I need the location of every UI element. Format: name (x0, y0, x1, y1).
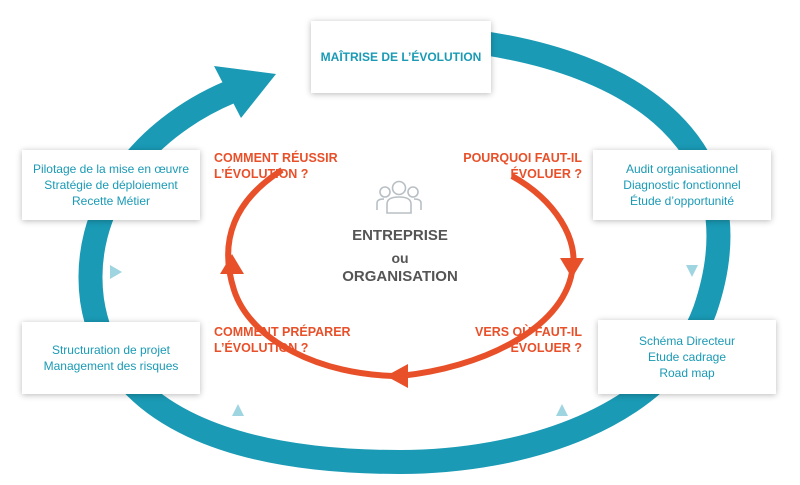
box-text-line: Pilotage de la mise en œuvre (32, 162, 190, 176)
inner-arrow-bottom (386, 364, 408, 388)
outer-ring-arrowhead (214, 66, 276, 118)
question-top-left: COMMENT RÉUSSIR L’ÉVOLUTION ? (214, 151, 338, 181)
center-ou: ou (391, 250, 409, 266)
inner-cycle-left (225, 167, 401, 379)
box-right-top: Audit organisationnel Diagnostic fonctio… (593, 150, 771, 220)
box-left-bottom: Structuration de projet Management des r… (22, 322, 200, 394)
inner-arrow-right (560, 258, 584, 278)
outer-ring-label: CONDUITE DU CHANGEMENT (285, 399, 515, 429)
box-maitrise-evolution: MAÎTRISE DE L’ÉVOLUTION (311, 21, 491, 93)
question-bottom-right: VERS OÙ FAUT-IL ÉVOLUER ? (475, 325, 582, 355)
ring-marker-left (110, 265, 122, 279)
question-top-right: POURQUOI FAUT-IL ÉVOLUER ? (463, 151, 582, 181)
ring-marker-right (686, 265, 698, 277)
inner-cycle-right (399, 173, 577, 379)
box-text-line: Structuration de projet (51, 343, 171, 357)
inner-arrow-left (220, 254, 244, 274)
box-maitrise-title: MAÎTRISE DE L’ÉVOLUTION (320, 50, 482, 64)
box-text-line: Audit organisationnel (625, 162, 739, 176)
box-right-bottom: Schéma Directeur Etude cadrage Road map (598, 320, 776, 394)
question-bottom-left: COMMENT PRÉPARER L’ÉVOLUTION ? (214, 325, 351, 355)
box-text-line: Diagnostic fonctionnel (623, 178, 741, 192)
center-entreprise: ENTREPRISE (352, 227, 448, 244)
box-left-top: Pilotage de la mise en œuvre Stratégie d… (22, 150, 200, 220)
box-text-line: Stratégie de déploiement (44, 178, 178, 192)
box-text-line: Schéma Directeur (638, 334, 736, 348)
box-text-line: Road map (659, 366, 715, 380)
ring-marker-bottom-right (556, 404, 568, 416)
box-text-line: Management des risques (43, 359, 179, 373)
box-text-line: Étude d’opportunité (629, 194, 735, 208)
center-organisation: ORGANISATION (342, 268, 458, 285)
box-text-line: Etude cadrage (647, 350, 727, 364)
group-people-icon (376, 180, 422, 214)
box-text-line: Recette Métier (71, 194, 151, 208)
ring-marker-bottom-left (232, 404, 244, 416)
